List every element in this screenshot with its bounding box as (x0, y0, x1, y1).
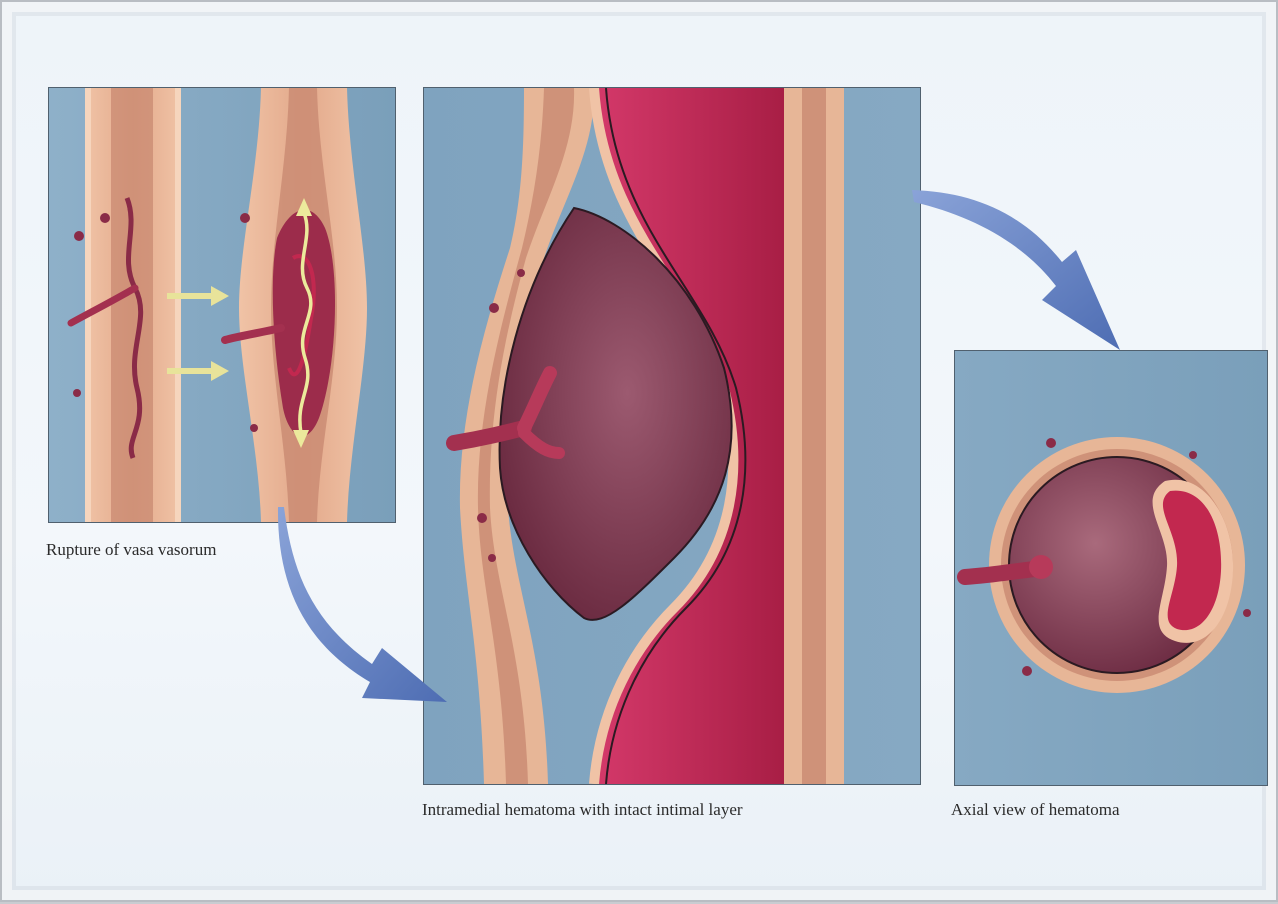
arrow-to-axial (912, 190, 1120, 350)
arrow-to-intramedial (278, 507, 447, 702)
